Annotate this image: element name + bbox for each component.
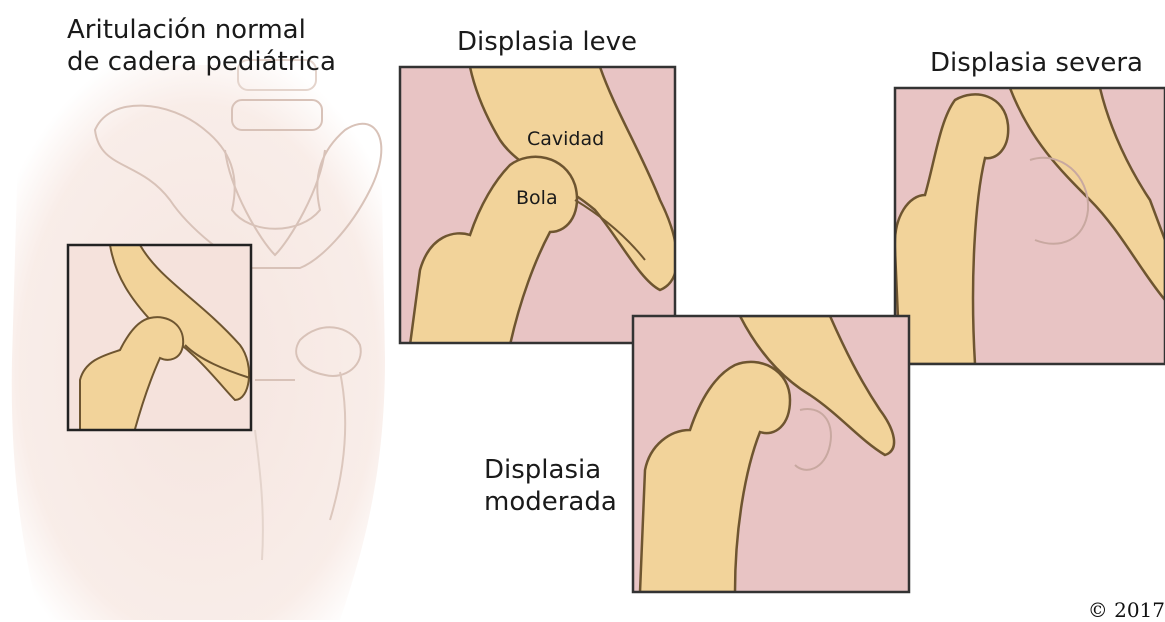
normal-hip-title-line1: Aritulación normal: [67, 14, 336, 46]
severe-dysplasia-title: Displasia severa: [930, 47, 1143, 79]
socket-label: Cavidad: [527, 128, 604, 150]
mild-dysplasia-title: Displasia leve: [457, 26, 637, 58]
moderate-dysplasia-panel: [633, 316, 909, 592]
severe-dysplasia-panel: [895, 88, 1165, 364]
moderate-dysplasia-title: Displasia moderada: [484, 454, 617, 518]
moderate-dysplasia-title-line1: Displasia: [484, 454, 617, 486]
normal-hip-title: Aritulación normal de cadera pediátrica: [67, 14, 336, 78]
moderate-dysplasia-title-line2: moderada: [484, 486, 617, 518]
copyright-notice: © 2017: [1088, 598, 1165, 622]
ball-label: Bola: [516, 187, 558, 209]
normal-hip-inset: [68, 245, 251, 440]
normal-hip-title-line2: de cadera pediátrica: [67, 46, 336, 78]
